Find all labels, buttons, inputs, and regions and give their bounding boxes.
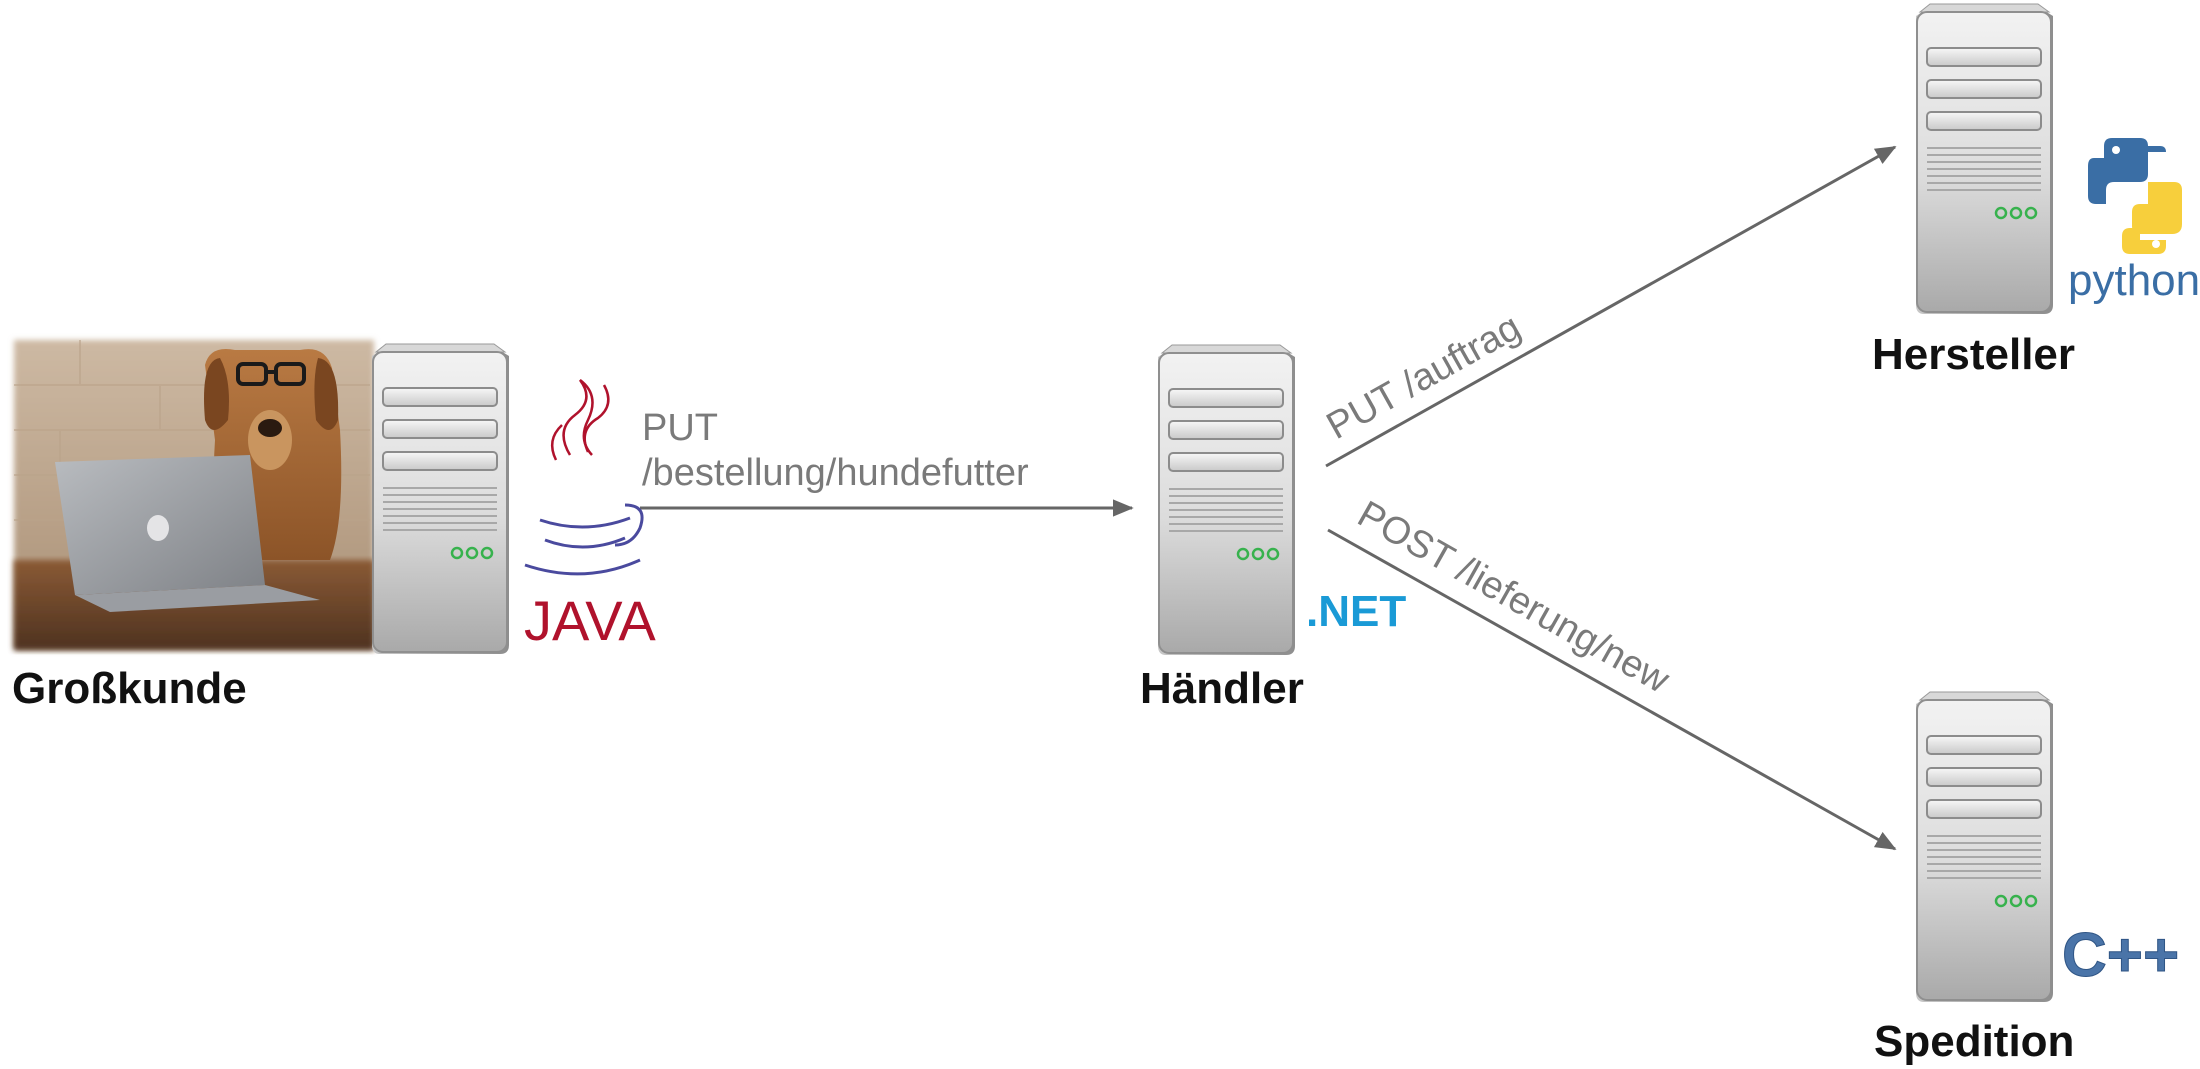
java-logo-text: JAVA — [524, 589, 656, 652]
python-logo: python — [2068, 138, 2200, 305]
arrow-lieferung — [1327, 528, 1897, 851]
node-grosskunde: JAVA Großkunde — [12, 340, 656, 713]
edge-bestellung: PUT /bestellung/hundefutter — [640, 407, 1134, 517]
arrow-auftrag — [1325, 145, 1897, 468]
node-haendler: .NET Händler — [1140, 343, 1406, 713]
server-spedition — [1914, 690, 2055, 1004]
python-logo-text: python — [2068, 256, 2200, 305]
edge-lieferung: POST /lieferung/new — [1327, 493, 1897, 851]
edge-auftrag: PUT /auftrag — [1320, 145, 1897, 468]
node-hersteller: python Hersteller — [1872, 2, 2200, 379]
edge-label-bestellung-method: PUT — [642, 407, 718, 449]
node-spedition: C++ Spedition — [1874, 690, 2180, 1066]
node-label-haendler: Händler — [1140, 664, 1304, 713]
node-label-spedition: Spedition — [1874, 1017, 2074, 1066]
dog-laptop-photo — [14, 340, 374, 650]
edge-label-auftrag: PUT /auftrag — [1320, 306, 1528, 448]
node-label-hersteller: Hersteller — [1872, 330, 2075, 379]
cpp-logo: C++ — [2062, 921, 2179, 990]
edge-label-bestellung-path: /bestellung/hundefutter — [642, 452, 1029, 494]
java-logo: JAVA — [524, 379, 656, 652]
server-haendler — [1156, 343, 1297, 657]
node-label-grosskunde: Großkunde — [12, 664, 247, 713]
dotnet-logo: .NET — [1306, 587, 1406, 636]
server-grosskunde — [370, 342, 511, 656]
server-hersteller — [1914, 2, 2055, 316]
